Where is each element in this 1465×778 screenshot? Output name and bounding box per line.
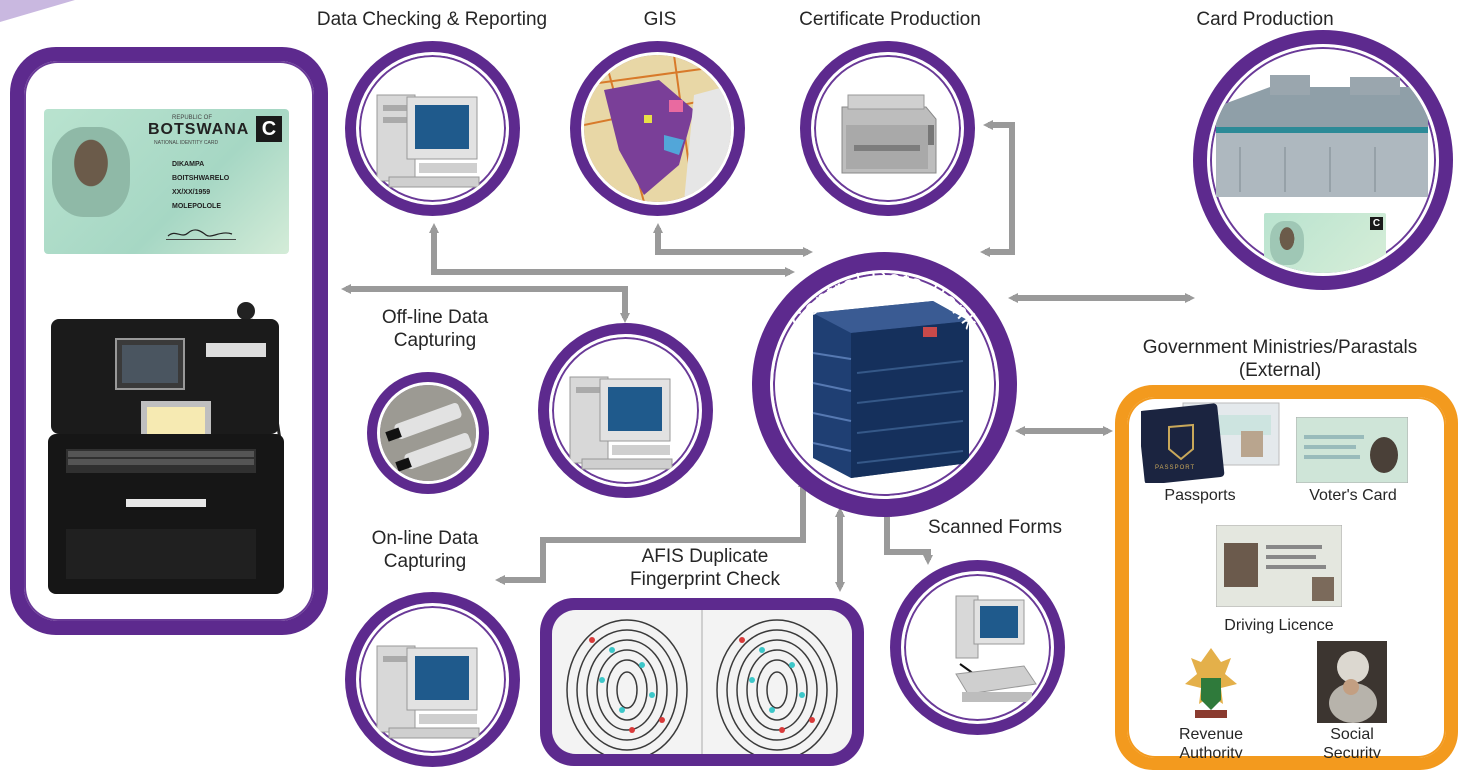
label-certificate: Certificate Production [799,9,981,30]
label-driving-licence: Driving Licence [1224,617,1334,634]
node-central-data-bank: Central Data Bank [752,252,1017,517]
label-government: Government Ministries/Parastals (Externa… [1100,336,1460,382]
node-scanned-forms [890,560,1065,735]
label-government-line2: (External) [1238,360,1322,381]
node-data-checking [345,41,520,216]
label-revenue-line1: Revenue [1178,726,1244,743]
card-sample: C [1264,213,1386,273]
gis-map-icon [584,55,731,202]
label-online-line1: On-line Data [371,528,479,549]
passport-icon [1141,402,1280,483]
node-certificate [800,41,975,216]
printer-icon [841,94,937,174]
usb-drive-icon [380,385,476,481]
label-afis: AFIS Duplicate Fingerprint Check [600,545,810,591]
id-country: BOTSWANA [148,121,250,138]
corner-decoration [0,0,75,22]
label-passports: Passports [1164,487,1236,504]
id-signature [166,227,236,240]
label-government-line1: Government Ministries/Parastals [1142,337,1418,358]
label-online-line2: Capturing [383,551,467,572]
node-offline-pc [538,323,713,498]
coat-of-arms-icon [1185,648,1237,718]
label-scanned: Scanned Forms [927,517,1063,538]
passport-cover-text: PASSPORT [1155,465,1196,471]
label-online: On-line Data Capturing [335,527,515,573]
card-printing-machine-icon [1216,75,1428,197]
card-sample-badge: C [1370,217,1383,230]
social-security-photo-icon [1317,641,1387,723]
label-social-line2: Security [1323,745,1381,758]
node-afis [540,598,864,766]
label-offline: Off-line Data Capturing [345,306,525,352]
voters-card-icon [1296,417,1408,483]
id-doc-type: NATIONAL IDENTITY CARD [154,140,219,146]
id-dob: XX/XX/1959 [172,189,211,196]
field-kit-panel: REPUBLIC OF BOTSWANA NATIONAL IDENTITY C… [10,47,328,635]
label-data-checking: Data Checking & Reporting [316,9,548,30]
label-card-production: Card Production [1196,9,1334,30]
node-card-production: C [1193,30,1453,290]
server-rack-icon [812,301,969,478]
node-gis [570,41,745,216]
label-offline-line1: Off-line Data [381,307,489,328]
label-revenue: Revenue Authority [1161,725,1261,758]
node-external-ministries: PASSPORT Passports Voter's Card Driving … [1115,385,1458,770]
label-afis-line2: Fingerprint Check [630,569,780,590]
desktop-computer-icon [376,94,480,188]
svg-text:Central Data Bank: Central Data Bank [785,265,983,334]
label-afis-line1: AFIS Duplicate [641,546,769,567]
arrow-online [495,477,808,585]
desktop-computer-icon [569,376,673,470]
label-social-line1: Social [1330,726,1374,743]
id-photo [52,127,130,217]
card-sample-photo [1270,221,1304,265]
label-gis: GIS [643,9,677,30]
fingerprint-icon [552,610,852,754]
label-revenue-line2: Authority [1179,745,1243,758]
field-kit-case [46,299,291,597]
arrow-scanned [882,507,933,565]
id-forenames: BOITSHWARELO [172,175,230,182]
id-surname: DIKAMPA [172,161,205,168]
label-offline-line2: Capturing [393,330,477,351]
scanner-computer-icon [955,595,1037,702]
node-online-pc [345,592,520,767]
central-data-bank-arc-label: Central Data Bank [785,265,983,334]
arrow-offline-left [341,284,630,323]
label-social: Social Security [1297,725,1407,758]
arrow-certificate [980,120,1015,257]
arrow-datacheck-to-bus [429,223,795,277]
id-place: MOLEPOLOLE [172,203,221,210]
desktop-computer-icon [376,645,480,739]
id-badge: C [256,116,282,142]
node-usb-storage [367,372,489,494]
driving-licence-icon [1216,525,1342,607]
national-id-card: REPUBLIC OF BOTSWANA NATIONAL IDENTITY C… [44,109,289,254]
arrow-gis [653,223,813,257]
label-voters-card: Voter's Card [1309,487,1397,504]
id-country-header: REPUBLIC OF [172,115,213,121]
